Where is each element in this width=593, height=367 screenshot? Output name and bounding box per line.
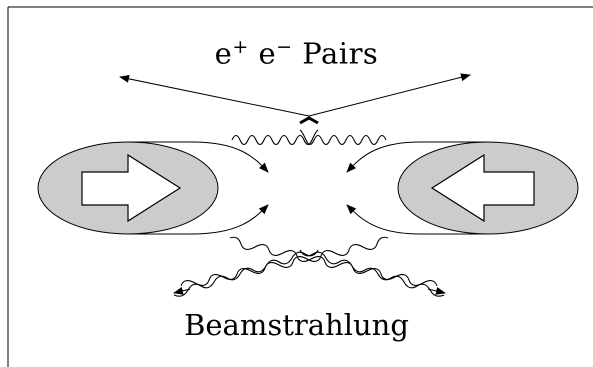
right-beam-lower-trajectory: [346, 204, 488, 235]
right-beam-arrow-left: [430, 153, 535, 223]
right-beam: [346, 141, 579, 235]
left-beam-arrow-right: [81, 153, 182, 223]
pairs-label: e+ e− Pairs: [0, 36, 593, 71]
photon-emission-left: [173, 249, 319, 297]
pairs-label-plus: +: [232, 36, 249, 58]
pair-production: [119, 73, 471, 146]
left-beam: [37, 141, 269, 235]
left-beam-lower-trajectory: [128, 204, 269, 235]
photon-crossing-2: [180, 236, 389, 287]
pairs-label-e2: e: [258, 36, 277, 71]
pairs-label-minus: −: [276, 36, 293, 58]
photon-upper-left: [231, 129, 319, 146]
photon-arrow-right: [427, 287, 446, 295]
photon-arrow-left: [173, 286, 191, 295]
left-beam-upper-trajectory: [128, 141, 269, 173]
pair-vertex: [299, 116, 319, 125]
pairs-label-e: e: [214, 36, 233, 71]
positron-track-right: [308, 73, 471, 117]
right-beam-upper-trajectory: [346, 141, 488, 173]
beamstrahlung-label: Beamstrahlung: [184, 308, 409, 342]
photon-upper-right: [299, 129, 387, 146]
photon-emission-right: [299, 249, 445, 297]
pairs-label-word: Pairs: [302, 36, 379, 71]
photon-crossing-1: [229, 236, 438, 287]
electron-track-left: [119, 74, 310, 117]
beamstrahlung-photons: [173, 236, 446, 297]
